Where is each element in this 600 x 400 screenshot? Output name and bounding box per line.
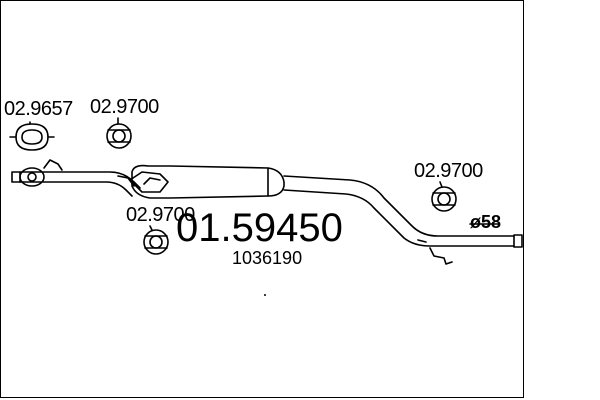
rubber-hanger-right <box>431 186 457 212</box>
pipe-diameter-label: ø58 <box>470 212 502 232</box>
oe-number: 1036190 <box>232 248 303 268</box>
rear-pipe <box>283 175 523 265</box>
rubber-hanger-mid <box>143 229 169 255</box>
main-part-number: 01.59450 <box>176 206 343 250</box>
callout-label-clamp: 02.9657 <box>4 98 73 120</box>
rubber-hanger-top <box>106 123 132 149</box>
clamp-part <box>9 123 55 151</box>
callout-label-hanger-mid: 02.9700 <box>126 204 195 226</box>
inlet-flange <box>11 167 45 187</box>
diagram-frame <box>0 0 524 398</box>
callout-label-hanger-right: 02.9700 <box>414 160 483 182</box>
muffler-body <box>129 164 285 199</box>
front-pipe <box>19 159 141 197</box>
callout-label-hanger-top: 02.9700 <box>90 96 159 118</box>
